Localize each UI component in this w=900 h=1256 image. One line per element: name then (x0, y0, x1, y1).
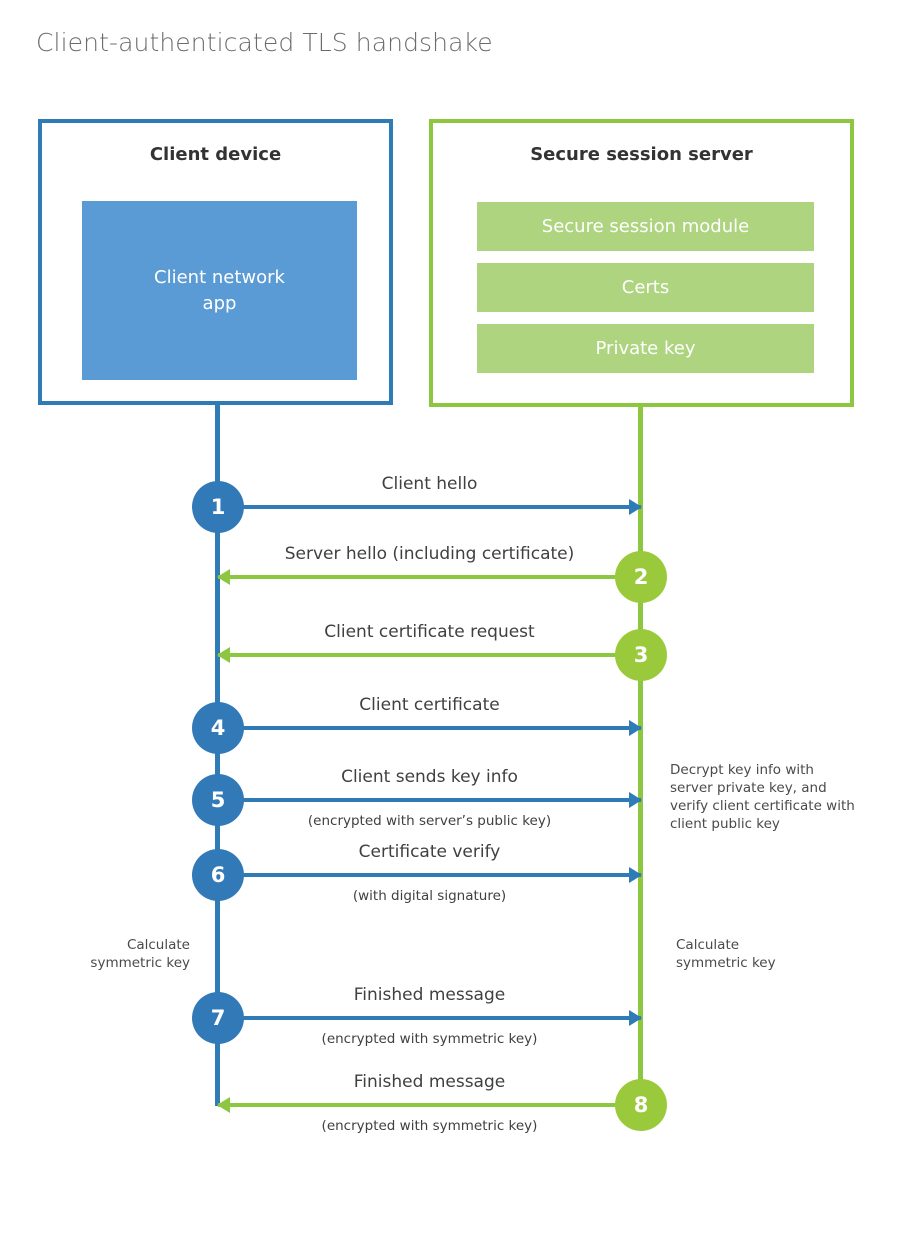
message-label-3: Client certificate request (324, 622, 535, 642)
arrow-head-left-icon (217, 647, 230, 663)
step-circle-6: 6 (192, 849, 244, 901)
arrow-head-right-icon (629, 499, 642, 515)
note-decrypt-key-info: Decrypt key info with server private key… (670, 762, 855, 832)
client-device-box: Client device Client network app (38, 119, 393, 405)
server-lifeline (638, 405, 643, 1106)
note-calculate-symmetric-key-server: Calculate symmetric key (676, 937, 776, 971)
message-sublabel-8: (encrypted with symmetric key) (321, 1118, 538, 1134)
arrow-head-right-icon (629, 1010, 642, 1026)
arrow-shaft (218, 505, 641, 509)
step-circle-7: 7 (192, 992, 244, 1044)
arrow-head-left-icon (217, 569, 230, 585)
step-circle-5: 5 (192, 774, 244, 826)
step-circle-2: 2 (615, 551, 667, 603)
message-sublabel-6: (with digital signature) (352, 888, 507, 904)
arrow-head-right-icon (629, 867, 642, 883)
arrow-shaft (218, 1103, 641, 1107)
client-network-app-block: Client network app (82, 201, 357, 380)
step-circle-8: 8 (615, 1079, 667, 1131)
secure-session-server-title: Secure session server (530, 144, 753, 165)
message-label-8: Finished message (353, 1072, 506, 1092)
message-label-4: Client certificate (359, 695, 500, 715)
message-label-6: Certificate verify (358, 842, 501, 862)
message-label-1: Client hello (381, 474, 478, 494)
server-component-private-key: Private key (477, 324, 814, 373)
message-label-7: Finished message (353, 985, 506, 1005)
message-sublabel-7: (encrypted with symmetric key) (321, 1031, 538, 1047)
server-components-list: Secure session module Certs Private key (477, 202, 814, 373)
page-title: Client-authenticated TLS handshake (36, 28, 493, 57)
arrow-shaft (218, 798, 641, 802)
server-component-certs: Certs (477, 263, 814, 312)
arrow-shaft (218, 653, 641, 657)
arrow-shaft (218, 873, 641, 877)
message-label-2: Server hello (including certificate) (284, 544, 575, 564)
arrow-shaft (218, 575, 641, 579)
note-calculate-symmetric-key-client: Calculate symmetric key (90, 937, 190, 971)
arrow-shaft (218, 1016, 641, 1020)
secure-session-server-box: Secure session server Secure session mod… (429, 119, 854, 407)
client-device-title: Client device (149, 144, 282, 165)
message-sublabel-5: (encrypted with server’s public key) (307, 813, 552, 829)
step-circle-3: 3 (615, 629, 667, 681)
client-lifeline (215, 403, 220, 1106)
step-circle-1: 1 (192, 481, 244, 533)
message-label-5: Client sends key info (341, 767, 518, 787)
arrow-shaft (218, 726, 641, 730)
server-component-secure-session-module: Secure session module (477, 202, 814, 251)
arrow-head-right-icon (629, 792, 642, 808)
arrow-head-right-icon (629, 720, 642, 736)
step-circle-4: 4 (192, 702, 244, 754)
arrow-head-left-icon (217, 1097, 230, 1113)
